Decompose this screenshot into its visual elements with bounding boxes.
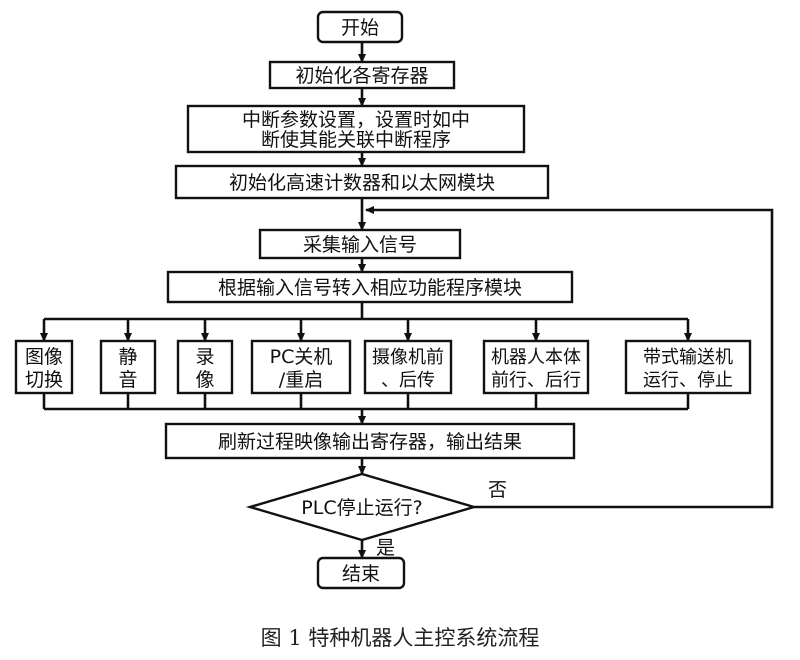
figure-caption: 图 1 特种机器人主控系统流程 bbox=[260, 626, 540, 650]
decision-label: PLC停止运行? bbox=[301, 497, 422, 519]
module-pc-shutdown-line-1: PC关机 bbox=[270, 346, 333, 368]
module-conveyor: 带式输送机 运行、停止 bbox=[624, 339, 752, 395]
dispatch-label: 根据输入信号转入相应功能程序模块 bbox=[218, 277, 522, 299]
module-camera-move-line-1: 摄像机前 bbox=[372, 347, 444, 368]
loop-back-no-line bbox=[365, 206, 774, 509]
module-camera-move-line-2: 、后传 bbox=[381, 370, 435, 391]
module-mute-line-2: 音 bbox=[118, 369, 137, 391]
decision-diamond: PLC停止运行? bbox=[245, 472, 479, 542]
module-robot-move: 机器人本体 前行、后行 bbox=[482, 339, 590, 395]
interrupt-setup-line-1: 中断参数设置，设置时如中 bbox=[242, 109, 470, 131]
yes-label: 是 bbox=[376, 537, 395, 559]
init-counter-ethernet-label: 初始化高速计数器和以太网模块 bbox=[229, 172, 495, 194]
module-robot-move-line-2: 前行、后行 bbox=[491, 370, 581, 391]
module-camera-move: 摄像机前 、后传 bbox=[363, 339, 453, 395]
module-record-line-2: 像 bbox=[195, 369, 214, 391]
module-conveyor-line-1: 带式输送机 bbox=[643, 347, 733, 368]
init-registers-label: 初始化各寄存器 bbox=[295, 65, 428, 87]
init-registers-box: 初始化各寄存器 bbox=[268, 60, 456, 90]
module-robot-move-line-1: 机器人本体 bbox=[491, 347, 581, 368]
start-label: 开始 bbox=[341, 17, 379, 39]
module-record-line-1: 录 bbox=[195, 346, 214, 368]
module-mute: 静 音 bbox=[99, 339, 157, 395]
init-counter-ethernet-box: 初始化高速计数器和以太网模块 bbox=[174, 164, 550, 200]
module-image-switch-line-2: 切换 bbox=[25, 369, 63, 391]
module-pc-shutdown-line-2: /重启 bbox=[279, 369, 323, 391]
module-record: 录 像 bbox=[176, 339, 234, 395]
no-label: 否 bbox=[488, 479, 507, 501]
collect-input-label: 采集输入信号 bbox=[303, 234, 417, 256]
module-image-switch: 图像 切换 bbox=[14, 339, 74, 395]
interrupt-setup-line-2: 断使其能关联中断程序 bbox=[261, 129, 451, 151]
module-conveyor-line-2: 运行、停止 bbox=[643, 370, 733, 391]
start-node: 开始 bbox=[316, 10, 404, 44]
module-mute-line-1: 静 bbox=[118, 346, 137, 368]
interrupt-setup-box: 中断参数设置，设置时如中 断使其能关联中断程序 bbox=[186, 104, 526, 154]
module-image-switch-line-1: 图像 bbox=[25, 346, 63, 368]
refresh-output-box: 刷新过程映像输出寄存器，输出结果 bbox=[164, 422, 576, 460]
refresh-output-label: 刷新过程映像输出寄存器，输出结果 bbox=[218, 431, 522, 453]
collect-input-box: 采集输入信号 bbox=[258, 228, 462, 260]
end-label: 结束 bbox=[342, 563, 380, 585]
module-pc-shutdown: PC关机 /重启 bbox=[250, 339, 352, 395]
end-node: 结束 bbox=[316, 556, 406, 590]
dispatch-box: 根据输入信号转入相应功能程序模块 bbox=[166, 270, 574, 304]
